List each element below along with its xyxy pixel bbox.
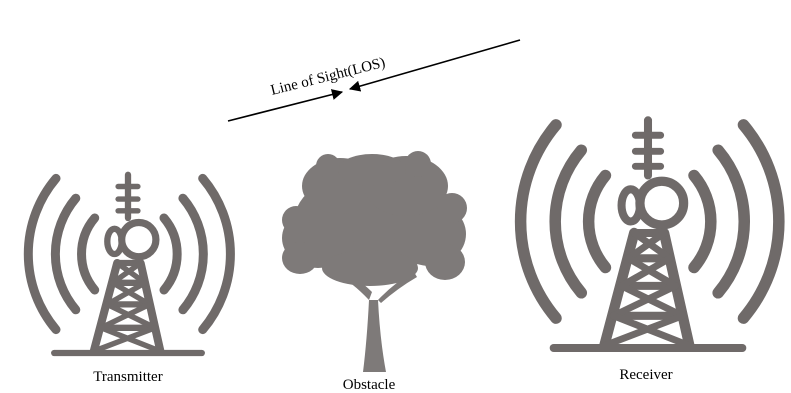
obstacle-label: Obstacle <box>343 377 396 393</box>
receiver-tower <box>521 120 779 348</box>
los-label: Line of Sight(LOS) <box>269 55 387 99</box>
transmitter-tower <box>28 175 230 353</box>
radio-tower-icon <box>28 175 230 353</box>
tree-icon <box>282 151 467 372</box>
receiver-label: Receiver <box>619 367 672 383</box>
transmitter-label: Transmitter <box>93 369 162 385</box>
los-arrow <box>227 39 521 122</box>
radio-tower-icon <box>521 120 779 348</box>
obstacle-tree <box>282 151 467 372</box>
